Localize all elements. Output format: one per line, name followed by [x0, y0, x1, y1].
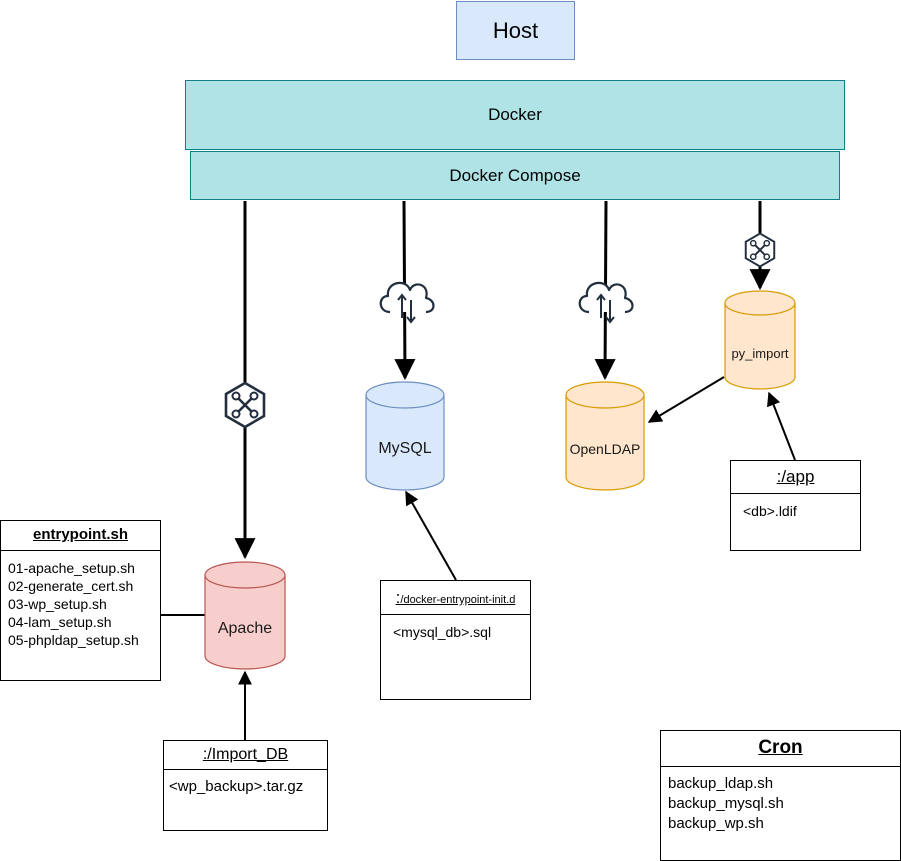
entrypoint-init-title: :/docker-entrypoint-init.d: [381, 581, 530, 615]
script-item: backup_ldap.sh: [668, 775, 774, 792]
app-file-list: <db>.ldif: [731, 494, 860, 528]
import-db-title: :/Import_DB: [164, 741, 327, 770]
docker-label: Docker: [488, 105, 542, 124]
apache-label: Apache: [217, 620, 273, 637]
openldap-label: OpenLDAP: [569, 441, 641, 457]
file-item: <mysql_db>.sql: [393, 624, 492, 640]
docker-compose-label: Docker Compose: [449, 165, 581, 185]
file-item: <db>.ldif: [743, 503, 797, 519]
openldap-cylinder: [565, 381, 645, 491]
apache-cylinder: [204, 561, 286, 670]
import-db-volume-card: :/Import_DB <wp_backup>.tar.gz: [163, 740, 328, 831]
entrypoint-init-volume-card: :/docker-entrypoint-init.d <mysql_db>.sq…: [380, 580, 531, 700]
file-item: <wp_backup>.tar.gz: [169, 778, 304, 795]
cron-card: Cron backup_ldap.sh backup_mysql.sh back…: [660, 730, 901, 861]
cloud-sync-icon: [379, 281, 435, 324]
script-item: 03-wp_setup.sh: [8, 596, 107, 612]
entrypoint-title: entrypoint.sh: [1, 521, 160, 551]
app-to-pyimport-arrow: [767, 391, 796, 461]
build-tools-icon: [224, 381, 266, 429]
script-item: 04-lam_setup.sh: [8, 614, 112, 630]
docker-box: Docker: [185, 80, 845, 150]
entrypoint-card: entrypoint.sh 01-apache_setup.sh 02-gene…: [0, 520, 161, 681]
import-db-file-list: <wp_backup>.tar.gz: [164, 770, 327, 804]
script-item: backup_wp.sh: [668, 815, 764, 832]
docker-compose-box: Docker Compose: [190, 151, 840, 200]
script-item: 05-phpldap_setup.sh: [8, 632, 139, 648]
host-label: Host: [492, 17, 539, 43]
pyimport-to-openldap-arrow: [647, 376, 725, 423]
mysql-label: MySQL: [378, 440, 432, 457]
mysql-cylinder: [365, 381, 445, 491]
entrypoint-init-file-list: <mysql_db>.sql: [381, 615, 530, 649]
cron-script-list: backup_ldap.sh backup_mysql.sh backup_wp…: [661, 767, 900, 840]
entrypoint-script-list: 01-apache_setup.sh 02-generate_cert.sh 0…: [1, 551, 160, 655]
pyimport-cylinder: [724, 290, 796, 390]
script-item: backup_mysql.sh: [668, 795, 784, 812]
cron-title: Cron: [661, 731, 900, 767]
script-item: 01-apache_setup.sh: [8, 560, 135, 576]
build-tools-icon: [744, 232, 776, 268]
host-box: Host: [456, 1, 575, 60]
app-volume-card: :/app <db>.ldif: [730, 460, 861, 551]
entrypoint-init-to-mysql-arrow: [405, 490, 457, 581]
script-item: 02-generate_cert.sh: [8, 578, 134, 594]
pyimport-label: py_import: [731, 346, 789, 361]
app-volume-title: :/app: [731, 461, 860, 494]
